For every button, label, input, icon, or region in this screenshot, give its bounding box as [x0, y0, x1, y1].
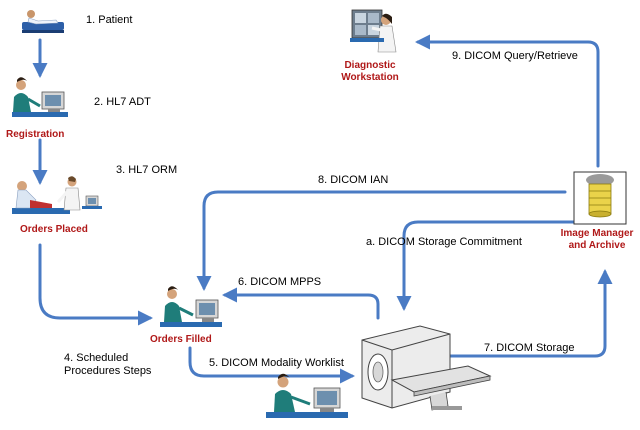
modality-operator-icon	[266, 373, 348, 418]
ct-scanner-icon	[361, 325, 492, 411]
arrow-dicom-mpps	[222, 287, 380, 320]
step-2-label: 2. HL7 ADT	[94, 96, 151, 108]
step-4-label-line2: Procedures Steps	[64, 365, 152, 377]
step-8-label: 8. DICOM IAN	[318, 174, 389, 186]
step-9-label: 9. DICOM Query/Retrieve	[452, 50, 578, 62]
registration-clerk-icon	[12, 77, 68, 117]
step-7-label: 7. DICOM Storage	[484, 342, 575, 354]
diagnostic-workstation-label: Diagnostic Workstation	[330, 60, 410, 84]
diagnostic-workstation-label-line1: Diagnostic	[344, 60, 396, 71]
orders-filled-clerk-icon	[160, 286, 222, 327]
arrow-dicom-modality-worklist	[188, 346, 355, 384]
step-a-label: a. DICOM Storage Commitment	[366, 236, 522, 248]
arrow-dicom-ian	[196, 190, 567, 291]
step-1-label: 1. Patient	[86, 14, 133, 26]
doctor-with-patient-icon	[12, 176, 102, 214]
diagnostic-workstation-label-line2: Workstation	[341, 72, 399, 83]
image-manager-label: Image Manager and Archive	[556, 228, 638, 252]
arrow-dicom-query-retrieve	[415, 34, 600, 168]
image-archive-icon	[573, 171, 627, 225]
patient-icon	[22, 10, 64, 33]
step-4-label-line1: 4. Scheduled	[64, 352, 129, 364]
registration-label: Registration	[6, 129, 65, 140]
step-4-label: 4. Scheduled Procedures Steps	[64, 352, 151, 378]
arrow-orders-placed-to-orders-filled	[38, 243, 153, 326]
step-3-label: 3. HL7 ORM	[116, 164, 178, 176]
image-manager-label-line1: Image Manager	[560, 228, 634, 239]
arrow-dicom-storage-commitment	[396, 220, 582, 311]
step-6-label: 6. DICOM MPPS	[238, 276, 322, 288]
arrow-dicom-storage	[438, 269, 613, 358]
diagnostic-workstation-icon	[350, 9, 397, 53]
orders-filled-label: Orders Filled	[150, 334, 212, 345]
step-5-label: 5. DICOM Modality Worklist	[209, 357, 344, 369]
orders-placed-label: Orders Placed	[20, 224, 88, 235]
image-manager-label-line2: and Archive	[568, 240, 626, 251]
